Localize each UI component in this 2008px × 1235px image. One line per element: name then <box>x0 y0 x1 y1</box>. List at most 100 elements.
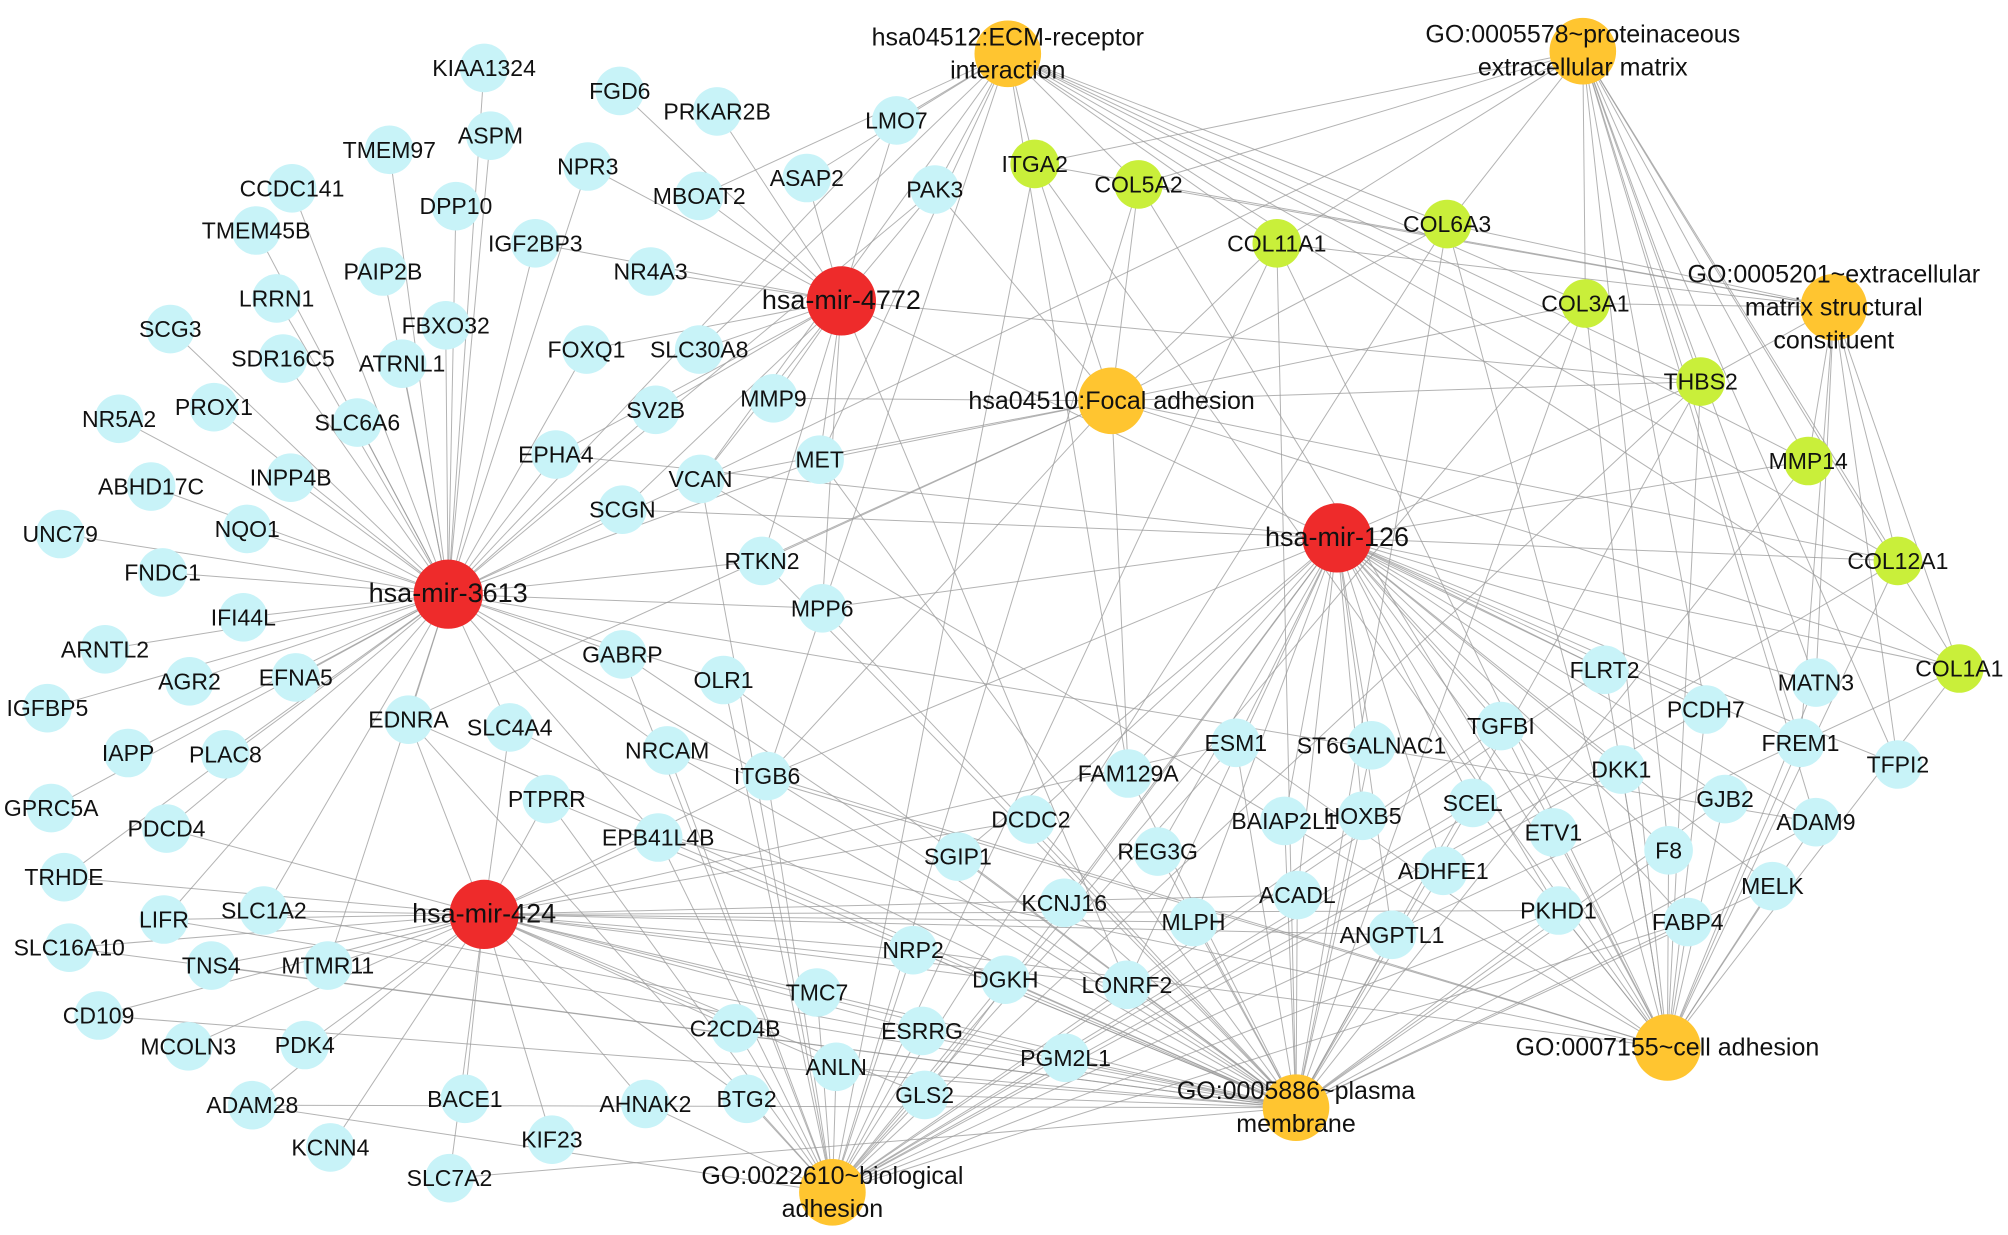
gene-circle-sdr16c5[interactable] <box>258 334 308 383</box>
gene-circle-nrcam[interactable] <box>642 726 692 775</box>
term-circle-go-0005886-plasma-membrane[interactable] <box>1262 1074 1330 1141</box>
gene-circle-lmo7[interactable] <box>872 96 921 145</box>
gene-circle-fndc1[interactable] <box>138 548 187 597</box>
gene-node-mtmr11[interactable]: MTMR11 <box>281 941 374 990</box>
gene-node-kiaa1324[interactable]: KIAA1324 <box>432 43 536 93</box>
hub-node-col12a1[interactable]: COL12A1 <box>1847 536 1948 586</box>
gene-node-iapp[interactable]: IAPP <box>102 728 154 778</box>
gene-circle-reg3g[interactable] <box>1133 827 1182 876</box>
gene-circle-mcoln3[interactable] <box>164 1022 213 1071</box>
gene-node-mmp9[interactable]: MMP9 <box>740 374 807 423</box>
hub-node-col5a2[interactable]: COL5A2 <box>1094 160 1183 209</box>
gene-circle-aspm[interactable] <box>466 111 515 160</box>
hub-circle-col6a3[interactable] <box>1422 199 1472 249</box>
gene-circle-agr2[interactable] <box>165 657 214 706</box>
mir-node-hsa-mir-126[interactable]: hsa-mir-126 <box>1265 503 1409 573</box>
gene-circle-dkk1[interactable] <box>1597 745 1646 794</box>
hub-circle-col5a2[interactable] <box>1114 160 1163 209</box>
gene-node-igfbp5[interactable]: IGFBP5 <box>6 683 88 733</box>
gene-node-efna5[interactable]: EFNA5 <box>259 653 333 702</box>
hub-node-itga2[interactable]: ITGA2 <box>1001 139 1068 189</box>
gene-circle-tmem97[interactable] <box>365 125 414 175</box>
gene-node-pdk4[interactable]: PDK4 <box>275 1020 335 1070</box>
gene-circle-baiap2l1[interactable] <box>1260 796 1309 846</box>
gene-circle-gls2[interactable] <box>900 1070 949 1120</box>
gene-node-scgn[interactable]: SCGN <box>589 485 656 534</box>
gene-node-baiap2l1[interactable]: BAIAP2L1 <box>1231 796 1338 846</box>
gene-node-kcnj16[interactable]: KCNJ16 <box>1021 878 1107 928</box>
gene-circle-kcnn4[interactable] <box>306 1123 355 1172</box>
gene-node-st6galnac1[interactable]: ST6GALNAC1 <box>1297 721 1447 770</box>
gene-node-pak3[interactable]: PAK3 <box>906 165 963 214</box>
gene-circle-esrrg[interactable] <box>897 1006 947 1056</box>
gene-node-trhde[interactable]: TRHDE <box>24 852 104 902</box>
gene-circle-inpp4b[interactable] <box>266 453 316 503</box>
gene-node-itgb6[interactable]: ITGB6 <box>734 751 800 801</box>
gene-node-gls2[interactable]: GLS2 <box>895 1070 954 1120</box>
gene-node-fam129a[interactable]: FAM129A <box>1078 749 1180 798</box>
gene-node-slc7a2[interactable]: SLC7A2 <box>407 1153 493 1203</box>
gene-circle-pcdh7[interactable] <box>1681 685 1731 734</box>
gene-node-olr1[interactable]: OLR1 <box>693 655 754 705</box>
gene-node-adam9[interactable]: ADAM9 <box>1776 797 1856 847</box>
gene-node-pcdh7[interactable]: PCDH7 <box>1667 685 1745 734</box>
gene-circle-matn3[interactable] <box>1791 658 1841 707</box>
gene-circle-olr1[interactable] <box>699 655 748 705</box>
gene-node-agr2[interactable]: AGR2 <box>158 657 221 706</box>
mir-circle-hsa-mir-126[interactable] <box>1302 503 1372 573</box>
gene-circle-nr5a2[interactable] <box>94 394 144 444</box>
mir-node-hsa-mir-4772[interactable]: hsa-mir-4772 <box>762 266 921 336</box>
gene-node-hoxb5[interactable]: HOXB5 <box>1324 791 1402 841</box>
gene-circle-fbxo32[interactable] <box>421 301 471 350</box>
hub-circle-mmp14[interactable] <box>1783 436 1833 486</box>
gene-node-kcnn4[interactable]: KCNN4 <box>291 1123 370 1172</box>
hub-circle-col12a1[interactable] <box>1873 536 1923 586</box>
gene-node-ahnak2[interactable]: AHNAK2 <box>599 1079 691 1129</box>
gene-node-gjb2[interactable]: GJB2 <box>1696 774 1754 824</box>
gene-node-foxq1[interactable]: FOXQ1 <box>548 325 626 374</box>
gene-node-dcdc2[interactable]: DCDC2 <box>991 795 1071 844</box>
gene-circle-trhde[interactable] <box>39 852 89 902</box>
term-circle-go-0005578-proteinaceous-extracellular-matrix[interactable] <box>1549 17 1617 85</box>
gene-circle-mpp6[interactable] <box>797 584 847 633</box>
gene-circle-paip2b[interactable] <box>358 247 408 296</box>
gene-node-fgd6[interactable]: FGD6 <box>589 66 650 116</box>
gene-circle-igfbp5[interactable] <box>23 683 72 733</box>
gene-circle-angptl1[interactable] <box>1367 910 1417 960</box>
gene-circle-slc1a2[interactable] <box>239 886 289 935</box>
gene-circle-st6galnac1[interactable] <box>1347 721 1396 770</box>
gene-node-dpp10[interactable]: DPP10 <box>419 181 492 231</box>
hub-circle-itga2[interactable] <box>1010 139 1059 189</box>
gene-circle-pgm2l1[interactable] <box>1041 1033 1090 1083</box>
gene-circle-kif23[interactable] <box>527 1115 577 1164</box>
gene-circle-scgn[interactable] <box>598 485 647 534</box>
gene-node-fbxo32[interactable]: FBXO32 <box>402 301 490 350</box>
gene-circle-cd109[interactable] <box>74 991 123 1040</box>
hub-node-thbs2[interactable]: THBS2 <box>1664 357 1738 406</box>
gene-node-fndc1[interactable]: FNDC1 <box>124 548 201 597</box>
gene-circle-npr3[interactable] <box>563 142 613 191</box>
gene-node-mcoln3[interactable]: MCOLN3 <box>140 1022 236 1071</box>
gene-circle-kcnj16[interactable] <box>1039 878 1089 928</box>
gene-node-inpp4b[interactable]: INPP4B <box>250 453 332 503</box>
gene-circle-abhd17c[interactable] <box>126 462 176 511</box>
gene-circle-pdk4[interactable] <box>280 1020 330 1070</box>
gene-node-sv2b[interactable]: SV2B <box>626 385 685 435</box>
gene-node-tmem97[interactable]: TMEM97 <box>343 125 436 175</box>
gene-circle-met[interactable] <box>795 435 844 485</box>
gene-node-etv1[interactable]: ETV1 <box>1525 808 1583 857</box>
gene-node-nr5a2[interactable]: NR5A2 <box>82 394 156 444</box>
gene-node-kif23[interactable]: KIF23 <box>521 1115 583 1164</box>
gene-circle-scel[interactable] <box>1448 778 1497 828</box>
gene-node-pdcd4[interactable]: PDCD4 <box>128 804 206 853</box>
gene-node-asap2[interactable]: ASAP2 <box>770 153 844 203</box>
gene-node-bace1[interactable]: BACE1 <box>427 1074 503 1124</box>
gene-node-arntl2[interactable]: ARNTL2 <box>61 625 149 674</box>
hub-node-col11a1[interactable]: COL11A1 <box>1227 219 1326 268</box>
gene-circle-atrnl1[interactable] <box>377 339 427 389</box>
gene-circle-mlph[interactable] <box>1169 897 1218 947</box>
gene-node-nr4a3[interactable]: NR4A3 <box>614 247 688 296</box>
